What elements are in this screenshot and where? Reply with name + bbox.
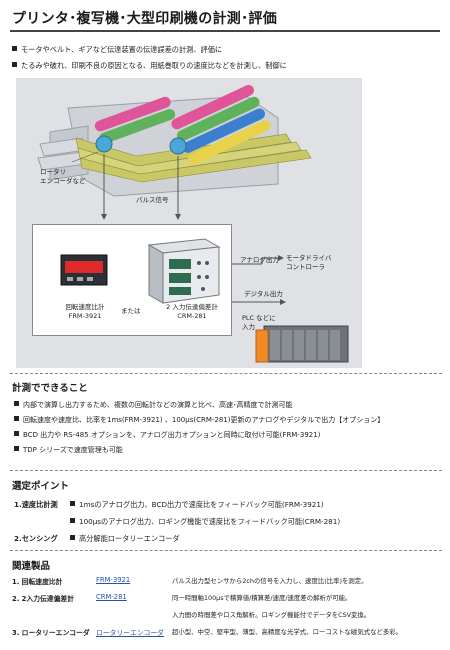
instrument-panel: 回転速度比計 FRM-3921 または 2 入力伝達偏差計 CRM-281 <box>32 224 232 336</box>
bullet-square-icon <box>70 518 75 523</box>
list-item: BCD 出力や RS-485 オプションを、アナログ出力オプションと同時に取付け… <box>14 428 384 443</box>
bullet-square-icon <box>14 401 19 406</box>
intro-list: モータやベルト、ギアなど伝達装置の伝達誤差の計測、評価に たるみや破れ、印刷不良… <box>12 42 287 74</box>
bullet-square-icon <box>70 535 75 540</box>
related-heading: 関連製品 <box>12 561 51 572</box>
rotary-encoder-link[interactable]: ロータリーエンコーダ <box>96 629 164 637</box>
plc-unit <box>255 325 349 363</box>
list-item: 内部で演算し出力するため、複数の回転計などの演算と比べ、高速･高精度で計測可能 <box>14 398 384 413</box>
digital-output-label: デジタル出力 <box>244 290 283 298</box>
intro-item: たるみや破れ、印刷不良の原因となる、用紙巻取りの速度比などを計測し、制御に <box>12 58 287 74</box>
crm-281-link[interactable]: CRM-281 <box>96 593 127 601</box>
encoder-left-icon <box>95 135 113 153</box>
title-underline <box>10 30 440 32</box>
list-item: TDP シリーズで速度管理も可能 <box>14 443 384 458</box>
roller-yellow <box>187 120 271 165</box>
section-divider <box>10 373 442 374</box>
system-diagram: 回転速度比計 FRM-3921 または 2 入力伝達偏差計 CRM-281 ロー… <box>16 78 362 368</box>
frm-3921-link[interactable]: FRM-3921 <box>96 576 131 584</box>
roller-blue <box>182 108 266 153</box>
plc-label: PLC などに 入力 <box>242 314 276 331</box>
encoder-right-icon <box>169 137 187 155</box>
measure-heading: 計測でできること <box>12 383 88 394</box>
selection-heading: 選定ポイント <box>12 481 70 492</box>
section-divider <box>10 550 442 551</box>
bullet-square-icon <box>70 501 75 506</box>
list-item: 回転速度や速度比、比率を1ms(FRM-3921) 、100µs(CRM-281… <box>14 413 384 428</box>
bullet-square-icon <box>14 416 19 421</box>
motor-driver-label: モータドライバ コントローラ <box>286 254 332 271</box>
pulse-signal-label: パルス信号 <box>136 196 169 204</box>
encoder-label: ロータリ エンコーダなど <box>40 168 86 185</box>
bullet-square-icon <box>12 46 17 51</box>
roller-green <box>99 108 176 144</box>
roller-pink <box>94 96 171 132</box>
page-title: プリンタ･複写機･大型印刷機の計測･評価 <box>12 11 277 27</box>
diagram-graphics <box>37 84 349 363</box>
dev2-label: 2 入力伝達偏差計 CRM-281 <box>166 303 218 320</box>
intro-item: モータやベルト、ギアなど伝達装置の伝達誤差の計測、評価に <box>12 42 287 58</box>
section-divider <box>10 470 442 471</box>
bullet-square-icon <box>14 431 19 436</box>
dev1-label: 回転速度比計 FRM-3921 <box>65 303 105 320</box>
or-label: または <box>121 307 141 315</box>
bullet-square-icon <box>14 446 19 451</box>
instruments-graphics <box>60 238 221 304</box>
measure-list: 内部で演算し出力するため、複数の回転計などの演算と比べ、高速･高精度で計測可能 … <box>14 398 384 458</box>
analog-output-label: アナログ出力 <box>240 256 279 264</box>
bullet-square-icon <box>12 62 17 67</box>
